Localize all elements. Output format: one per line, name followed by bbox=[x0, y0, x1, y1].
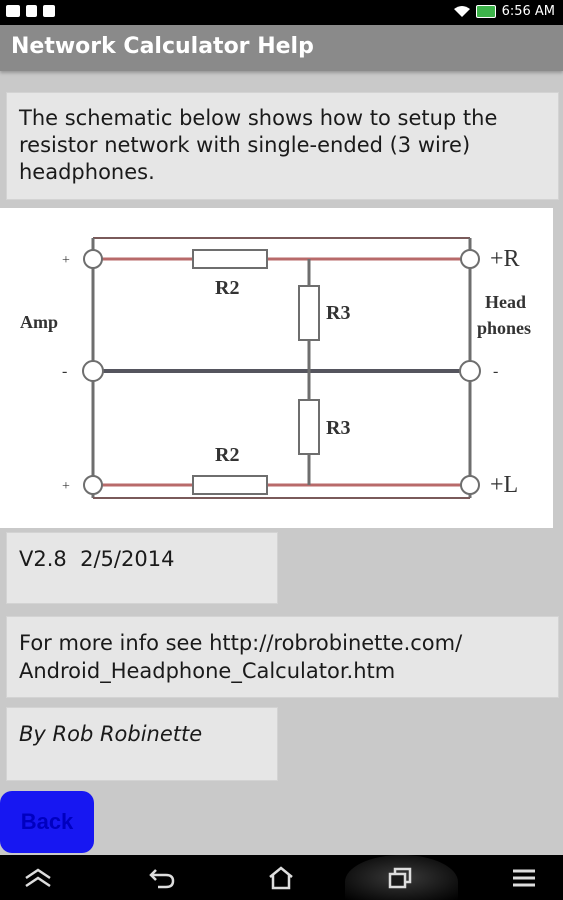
back-arrow-icon bbox=[149, 868, 175, 888]
label-right-mid: - bbox=[493, 363, 498, 380]
label-r2-bottom: R2 bbox=[215, 444, 239, 466]
label-plus-left-top: + bbox=[62, 253, 70, 268]
version-box: V2.8 2/5/2014 bbox=[6, 532, 278, 604]
menu-button[interactable] bbox=[494, 855, 554, 900]
back-button[interactable]: Back bbox=[0, 791, 94, 853]
navigation-bar bbox=[0, 855, 563, 900]
menu-icon bbox=[513, 869, 535, 886]
info-box: For more info see http://robrobinette.co… bbox=[6, 616, 559, 698]
label-r2-top: R2 bbox=[215, 277, 239, 299]
status-bar: 6:56 AM bbox=[0, 0, 563, 25]
wifi-icon bbox=[453, 6, 470, 17]
description-box: The schematic below shows how to setup t… bbox=[6, 92, 559, 200]
label-phones: phones bbox=[477, 318, 531, 338]
label-right-bottom: +L bbox=[490, 472, 518, 498]
resistor-r2-bottom bbox=[192, 475, 268, 495]
document-icon bbox=[26, 5, 37, 17]
status-time: 6:56 AM bbox=[501, 4, 555, 19]
label-minus-left: - bbox=[62, 363, 67, 380]
schematic-diagram: + - + Amp R2 R3 R3 R2 +R Head phones - +… bbox=[20, 237, 531, 499]
terminal-right-bottom bbox=[460, 475, 480, 495]
info-text: For more info see http://robrobinette.co… bbox=[19, 629, 462, 685]
description-text: The schematic below shows how to setup t… bbox=[19, 106, 498, 184]
recent-apps-icon bbox=[388, 867, 412, 888]
terminal-left-top bbox=[83, 249, 103, 269]
label-right-top: +R bbox=[490, 246, 520, 272]
label-r3-bottom: R3 bbox=[326, 417, 350, 439]
notification-icon bbox=[6, 5, 20, 17]
resistor-r2-top bbox=[192, 249, 268, 269]
recent-apps-button[interactable] bbox=[370, 855, 430, 900]
version-text: V2.8 2/5/2014 bbox=[19, 547, 175, 571]
author-text: By Rob Robinette bbox=[19, 722, 203, 746]
label-amp: Amp bbox=[20, 312, 58, 332]
schematic-image: + - + Amp R2 R3 R3 R2 +R Head phones - +… bbox=[0, 208, 553, 528]
up-icon bbox=[25, 867, 51, 887]
home-button[interactable] bbox=[251, 855, 311, 900]
home-icon bbox=[269, 865, 293, 889]
resistor-r3-top bbox=[298, 285, 320, 341]
terminal-left-bottom bbox=[83, 475, 103, 495]
label-head: Head bbox=[485, 292, 526, 312]
author-box: By Rob Robinette bbox=[6, 707, 278, 781]
battery-icon bbox=[475, 5, 496, 18]
terminal-left-mid bbox=[82, 360, 104, 382]
terminal-right-mid bbox=[459, 360, 481, 382]
up-button[interactable] bbox=[8, 855, 68, 900]
download-icon bbox=[43, 5, 55, 17]
resistor-r3-bottom bbox=[298, 399, 320, 455]
terminal-right-top bbox=[460, 249, 480, 269]
back-nav-button[interactable] bbox=[132, 855, 192, 900]
info-line-2: Android_Headphone_Calculator.htm bbox=[19, 659, 396, 683]
action-bar: Network Calculator Help bbox=[0, 25, 563, 71]
label-plus-left-bottom: + bbox=[62, 479, 70, 494]
info-line-1: For more info see http://robrobinette.co… bbox=[19, 631, 463, 655]
label-r3-top: R3 bbox=[326, 302, 350, 324]
page-title: Network Calculator Help bbox=[11, 34, 314, 59]
